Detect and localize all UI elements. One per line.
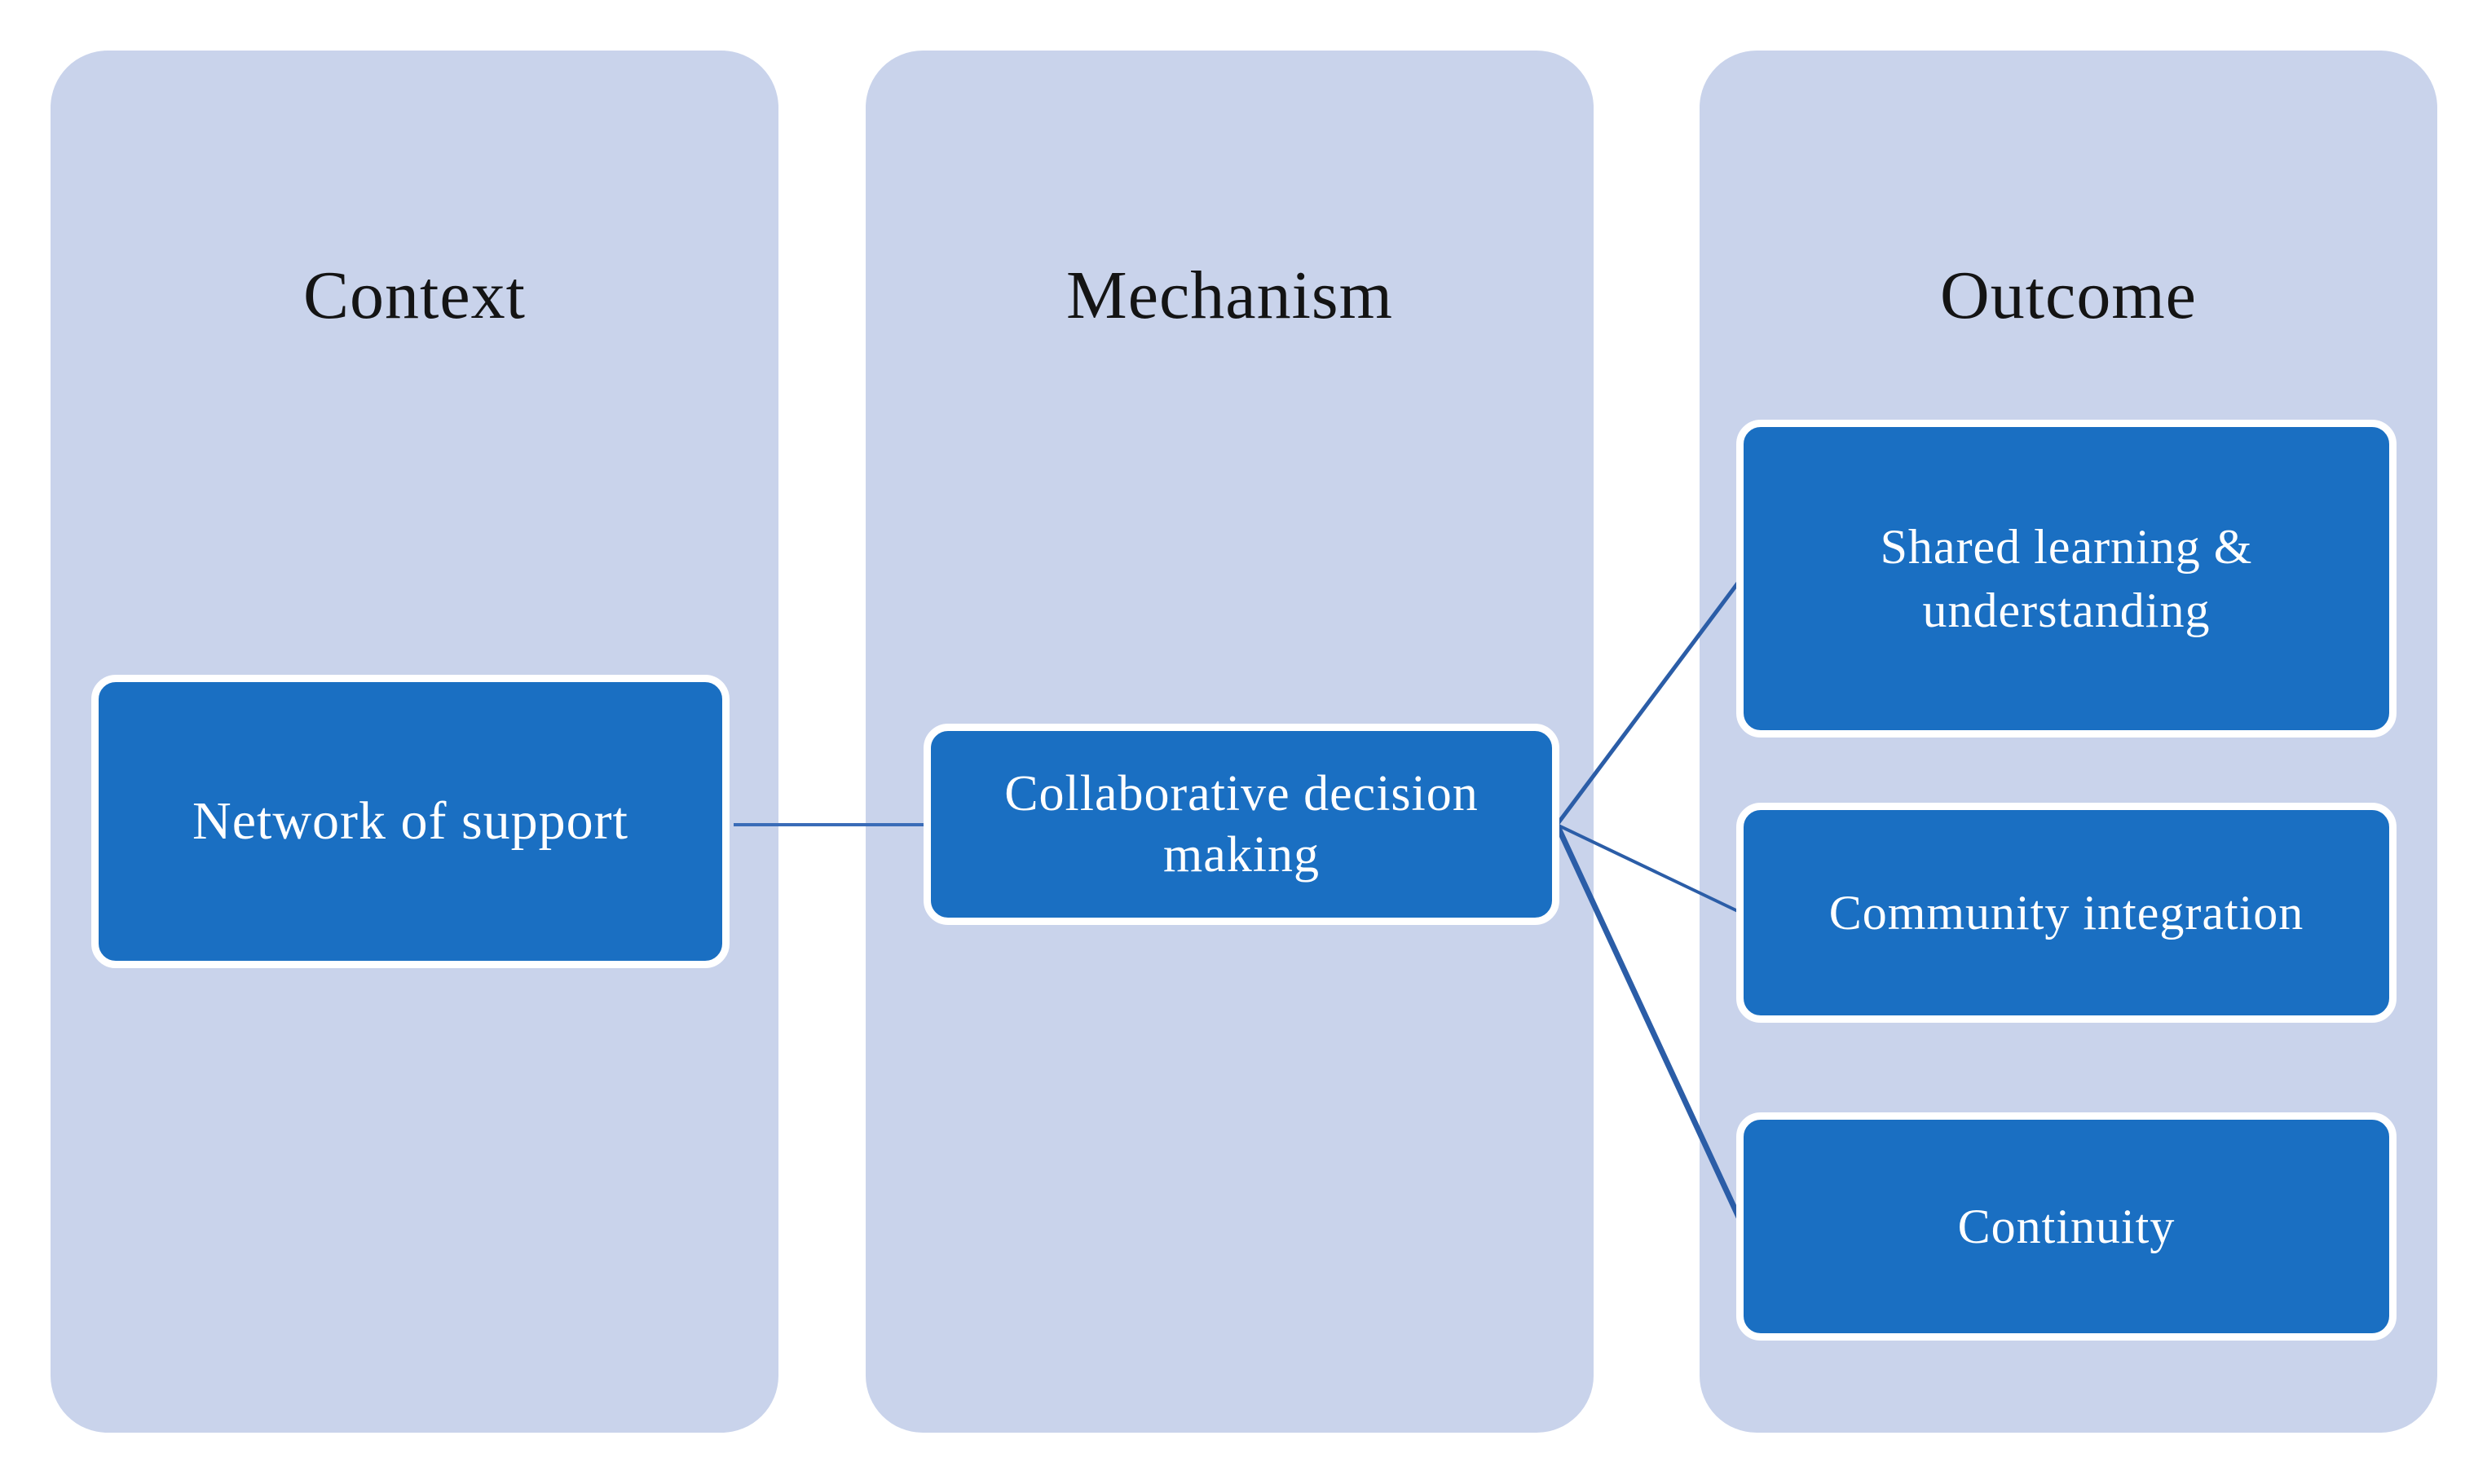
mechanism-column-title: Mechanism <box>1066 258 1393 333</box>
community-integration-label: Community integration <box>1828 886 2304 940</box>
context-column-title: Context <box>303 258 526 333</box>
collaborative-decision-making-label: Collaborative decision making <box>1004 766 1479 883</box>
community-integration-node: Community integration <box>1736 803 2397 1023</box>
connector-collaborative-to-community <box>1556 823 1742 914</box>
connector-collaborative-to-continuity <box>1554 823 1744 1224</box>
network-of-support-node: Network of support <box>91 675 730 968</box>
collaborative-decision-making-node: Collaborative decision making <box>924 724 1559 925</box>
continuity-node: Continuity <box>1736 1112 2397 1341</box>
network-of-support-label: Network of support <box>192 791 628 852</box>
shared-learning-understanding-label: Shared learning & understanding <box>1880 520 2253 637</box>
shared-learning-understanding-node: Shared learning & understanding <box>1736 420 2397 738</box>
continuity-label: Continuity <box>1957 1200 2176 1253</box>
outcome-column-title: Outcome <box>1940 258 2197 333</box>
connector-collaborative-to-shared <box>1554 577 1744 826</box>
